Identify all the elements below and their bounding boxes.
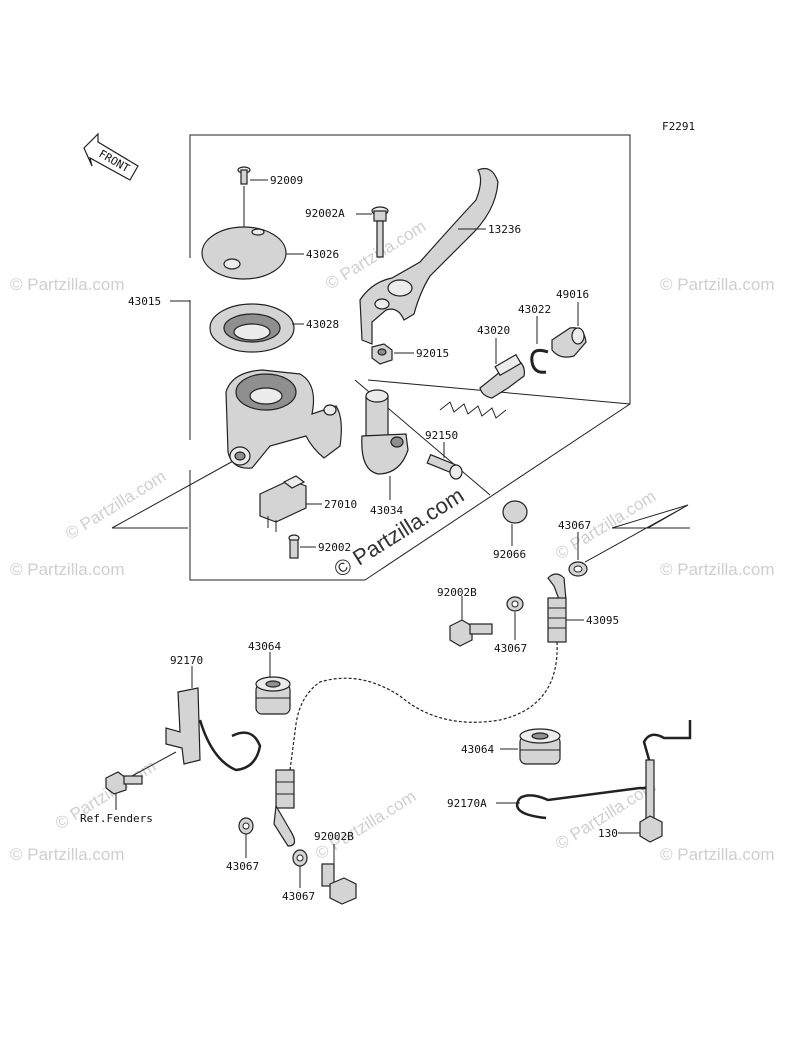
hose-fitting-43095 [547,573,584,643]
watermark: © Partzilla.com [660,275,775,294]
bracket-92170 [131,666,262,777]
bolt-130 [618,759,663,843]
part-label-43067: 43067 [558,519,591,532]
part-label-43064: 43064 [461,743,494,756]
part-label-49016: 49016 [556,288,589,301]
dust-boot-49016 [551,302,587,358]
washer-43067-b [506,596,524,640]
part-label-43015: 43015 [128,295,161,308]
part-label-27010: 27010 [324,498,357,511]
part-label-92170: 92170 [170,654,203,667]
watermark: © Partzilla.com [10,560,125,579]
watermark: © Partzilla.com [312,787,419,864]
bolt-92002A [356,206,389,258]
watermark: © Partzilla.com [660,560,775,579]
reservoir-cap-43026 [201,226,304,280]
part-label-43034: 43034 [370,504,403,517]
part-label-92002B: 92002B [314,830,354,843]
part-label-92002: 92002 [318,541,351,554]
hose-fitting-lower [273,769,296,847]
part-label-130: 130 [598,827,618,840]
part-label-43020: 43020 [477,324,510,337]
part-label-92002A: 92002A [305,207,345,220]
part-label-43067: 43067 [282,890,315,903]
part-label-43095: 43095 [586,614,619,627]
piston-43020 [439,338,525,419]
ref-fenders-label: Ref.Fenders [80,812,153,825]
master-cylinder-body [225,369,342,469]
part-label-13236: 13236 [488,223,521,236]
washer-43067-a [568,532,588,577]
screw-92009 [237,166,268,230]
bolt-92002B-b [321,844,357,905]
circlip-43022 [530,316,549,374]
washer-43067-d [292,849,308,888]
screw-92002 [288,534,316,559]
cap-92066 [502,500,528,546]
holder-43034 [361,389,409,500]
part-label-43028: 43028 [306,318,339,331]
watermark: © Partzilla.com [10,275,125,294]
watermark: © Partzilla.com [10,845,125,864]
bolt-92002B-a [449,596,493,647]
part-label-43064: 43064 [248,640,281,653]
part-label-92150: 92150 [425,429,458,442]
part-label-43067: 43067 [226,860,259,873]
part-label-92002B: 92002B [437,586,477,599]
nut-92015 [371,343,414,365]
part-label-43026: 43026 [306,248,339,261]
part-label-43022: 43022 [518,303,551,316]
switch-27010 [259,475,322,532]
watermark: © Partzilla.com [660,845,775,864]
grommet-43064-b [500,728,561,765]
bolt-92150 [426,442,463,480]
part-label-92009: 92009 [270,174,303,187]
part-label-43067: 43067 [494,642,527,655]
bolt-fenders [105,771,143,810]
washer-43067-c [238,817,254,858]
diaphragm-43028 [209,303,304,353]
part-label-92066: 92066 [493,548,526,561]
brake-lever-13236 [359,167,499,345]
part-label-92015: 92015 [416,347,449,360]
part-label-92170A: 92170A [447,797,487,810]
brake-hose [289,641,558,771]
figure-code: F2291 [662,120,695,133]
front-arrow-icon: FRONT [83,132,139,181]
grommet-43064-a [255,652,291,715]
